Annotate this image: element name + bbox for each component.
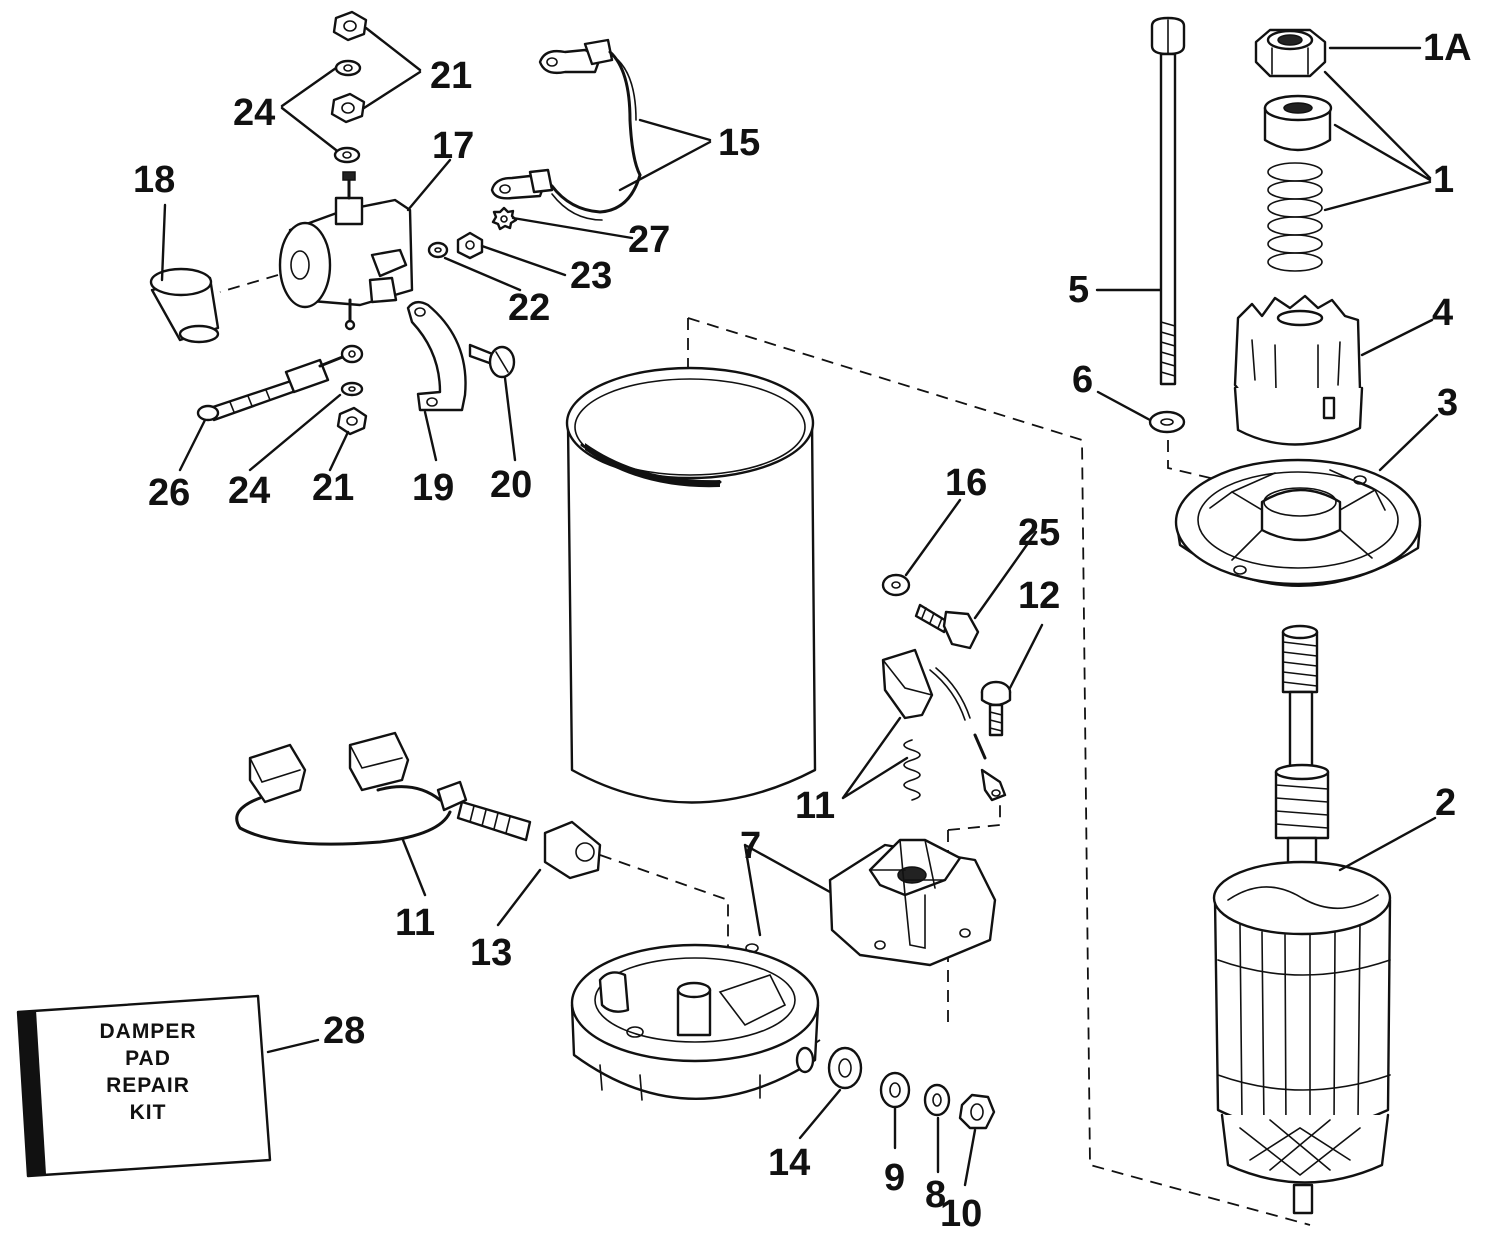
lockwasher-part-8 <box>923 1083 951 1117</box>
terminal-insulator-part-13 <box>543 820 602 880</box>
callout-1: 1 <box>1433 159 1454 201</box>
callout-6: 6 <box>1072 359 1093 401</box>
callout-2: 2 <box>1435 782 1456 824</box>
callout-13: 13 <box>470 932 512 974</box>
callout-21-bottom: 21 <box>312 467 354 509</box>
callout-11-right: 11 <box>795 785 835 827</box>
antidrift-spring-part-1 <box>1267 162 1323 272</box>
callout-4: 4 <box>1432 292 1453 334</box>
lockwasher-part-24-middle <box>333 146 361 164</box>
callout-24-top: 24 <box>233 92 275 134</box>
callout-20: 20 <box>490 464 532 506</box>
callout-11-left: 11 <box>395 902 435 944</box>
kit-box-line-4: KIT <box>130 1101 167 1124</box>
stop-nut-part-1A <box>1254 28 1327 78</box>
nut-part-23 <box>456 231 484 260</box>
starter-frame-housing <box>565 366 817 804</box>
callout-23: 23 <box>570 255 612 297</box>
callout-12: 12 <box>1018 575 1060 617</box>
callout-7: 7 <box>740 825 761 867</box>
callout-1A: 1A <box>1423 27 1472 69</box>
callout-18: 18 <box>133 159 175 201</box>
callout-28: 28 <box>323 1010 365 1052</box>
callout-3: 3 <box>1437 382 1458 424</box>
through-bolt-part-5 <box>1150 16 1186 386</box>
star-washer-part-27 <box>491 206 518 231</box>
brush-spring-part-11 <box>881 648 1007 802</box>
callout-16: 16 <box>945 462 987 504</box>
armature-part-2 <box>1212 624 1392 1215</box>
commutator-end-head <box>570 943 820 1101</box>
callout-21-top: 21 <box>430 55 472 97</box>
callout-22: 22 <box>508 287 550 329</box>
callout-17: 17 <box>432 125 474 167</box>
washer-part-16 <box>881 573 911 597</box>
screw-part-20 <box>468 343 516 379</box>
pinion-stop-collar-part-1 <box>1263 94 1333 152</box>
nut-part-21-middle <box>330 92 366 124</box>
nut-part-10 <box>958 1093 996 1130</box>
drive-end-cap-part-3 <box>1174 458 1422 587</box>
washer-part-6 <box>1148 410 1186 434</box>
brush-lead-assembly-part-11 <box>235 731 532 846</box>
callout-19: 19 <box>412 467 454 509</box>
lockwasher-part-24-bottom <box>340 381 364 397</box>
callout-5: 5 <box>1068 269 1089 311</box>
kit-box-line-3: REPAIR <box>106 1074 190 1097</box>
clamp-bracket-part-19 <box>406 300 467 412</box>
battery-cable-part-15 <box>490 38 642 221</box>
terminal-stud-part-26 <box>196 358 330 422</box>
brush-holder-plate-part-7 <box>828 838 997 967</box>
damper-pad-repair-kit-box: DAMPER PAD REPAIR KIT <box>16 994 272 1178</box>
eyelet-terminal <box>318 344 364 368</box>
bushing-ring-part-18 <box>149 267 220 344</box>
kit-box-line-1: DAMPER <box>99 1020 196 1043</box>
leader-lines <box>160 26 1439 1187</box>
washer-part-14 <box>827 1046 863 1090</box>
drive-pinion-part-4 <box>1233 294 1364 446</box>
callout-8: 8 <box>925 1174 946 1216</box>
bolt-part-25 <box>914 603 980 650</box>
lockwasher-part-24-top <box>334 59 362 77</box>
callout-14: 14 <box>768 1142 810 1184</box>
callout-26: 26 <box>148 472 190 514</box>
callout-15: 15 <box>718 122 760 164</box>
nut-part-21-bottom <box>336 406 368 436</box>
solenoid-part-17 <box>278 171 414 331</box>
callout-25: 25 <box>1018 512 1060 554</box>
washer-part-9 <box>879 1071 911 1109</box>
kit-box-line-2: PAD <box>125 1047 171 1070</box>
nut-part-21-top <box>332 10 368 42</box>
screw-part-12 <box>980 680 1012 737</box>
callout-27: 27 <box>628 219 670 261</box>
washer-part-22 <box>427 241 449 259</box>
callout-24-bottom: 24 <box>228 470 270 512</box>
callout-labels: 1A 1 2 3 4 5 6 7 8 9 10 11 11 12 13 14 1… <box>133 27 1472 1235</box>
callout-9: 9 <box>884 1157 905 1199</box>
callout-10: 10 <box>940 1193 982 1235</box>
